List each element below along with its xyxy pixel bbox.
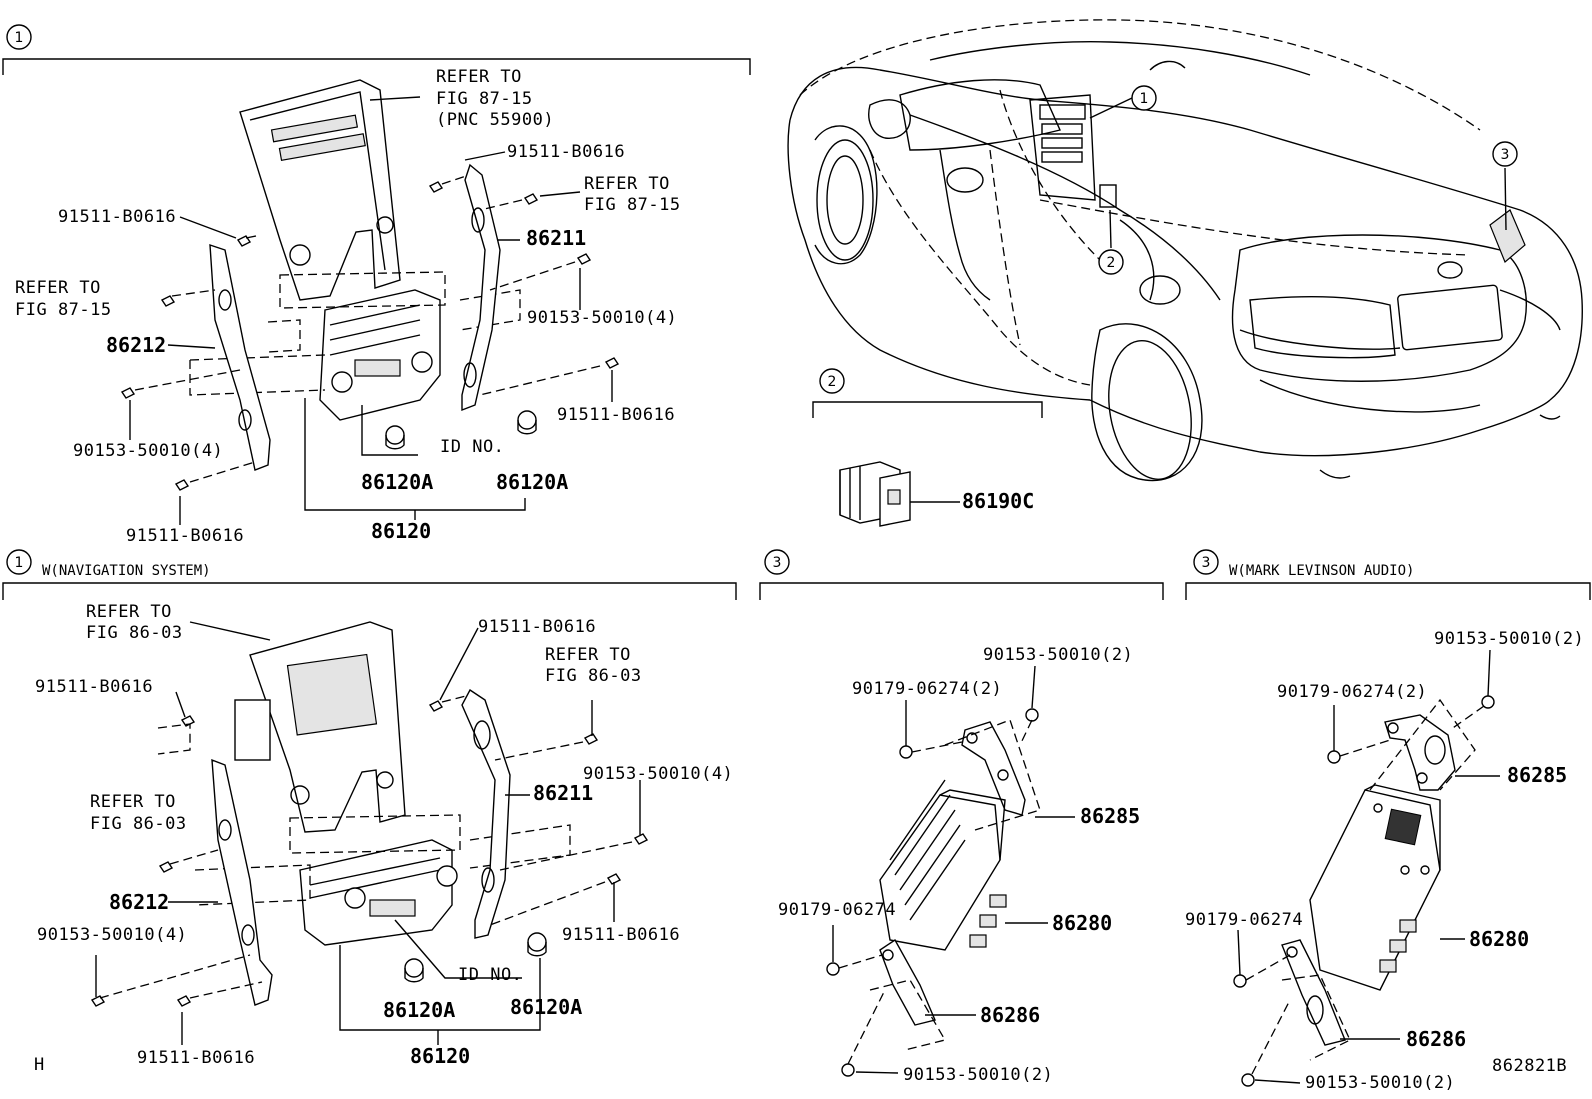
section-1-frame: 1 (2, 24, 751, 75)
tl-part-91511-a: 91511-B0616 (507, 142, 625, 162)
br-part-86286: 86286 (1406, 1027, 1466, 1051)
bl-part-86120a-2: 86120A (510, 995, 582, 1019)
br-part-90153-top: 90153-50010(2) (1434, 629, 1584, 649)
tl-id-no: ID NO. (440, 437, 504, 457)
car-callouts: 1 2 3 (1098, 85, 1518, 275)
bm-part-90153-bot: 90153-50010(2) (903, 1065, 1053, 1085)
tl-part-86212: 86212 (106, 333, 166, 357)
section-3-circle (764, 549, 790, 575)
tl-part-86120a-1: 86120A (361, 470, 433, 494)
bm-part-86280: 86280 (1052, 911, 1112, 935)
tl-part-91511-b: 91511-B0616 (58, 207, 176, 227)
section-2-circle (819, 368, 845, 394)
bl-part-86120a-1: 86120A (383, 998, 455, 1022)
bottom-right-drawing (1233, 649, 1500, 1087)
car-illustration (787, 19, 1583, 482)
br-part-86280: 86280 (1469, 927, 1529, 951)
br-part-86285: 86285 (1507, 763, 1567, 787)
tl-refer-1-line-1: REFER TO (436, 67, 522, 87)
top-left-labels: REFER TO FIG 87-15 (PNC 55900) 91511-B06… (15, 67, 681, 546)
section-1-nav-title: W(NAVIGATION SYSTEM) (42, 563, 211, 579)
bm-part-86286: 86286 (980, 1003, 1040, 1027)
bm-part-86285: 86285 (1080, 804, 1140, 828)
section-1-circle (6, 24, 32, 50)
car-callout-1-label: 1 (1140, 91, 1149, 107)
bl-part-86211: 86211 (533, 781, 593, 805)
section-1-nav-circle (6, 549, 32, 575)
bottom-left-labels: REFER TO FIG 86-03 91511-B0616 REFER TO … (34, 602, 733, 1075)
bl-refer-1-line-2: FIG 86-03 (86, 623, 183, 643)
bl-part-91511-c: 91511-B0616 (562, 925, 680, 945)
top-left-drawing (120, 79, 620, 525)
part-86190c: 86190C (962, 489, 1034, 513)
br-part-90179-mid: 90179-06274 (1185, 910, 1303, 930)
bm-part-90179-top: 90179-06274(2) (852, 679, 1002, 699)
tl-part-91511-d: 91511-B0616 (126, 526, 244, 546)
bm-part-90179-mid: 90179-06274 (778, 900, 896, 920)
section-3-ml-circle (1193, 549, 1219, 575)
bl-part-91511-a: 91511-B0616 (478, 617, 596, 637)
car-callout-3 (1492, 141, 1518, 167)
section-1-nav-circle-label: 1 (15, 555, 24, 571)
bottom-mid-labels: 90153-50010(2) 90179-06274(2) 86285 9017… (778, 645, 1140, 1085)
section-2-frame: 2 (812, 368, 1043, 418)
bl-refer-2-line-2: FIG 86-03 (545, 666, 642, 686)
bl-id-no: ID NO. (458, 965, 522, 985)
tl-part-91511-c: 91511-B0616 (557, 405, 675, 425)
br-part-90153-bot: 90153-50010(2) (1305, 1073, 1455, 1093)
bl-refer-2-line-1: REFER TO (545, 645, 631, 665)
section-3-frame: 3 (759, 549, 1164, 600)
bl-part-91511-b: 91511-B0616 (35, 677, 153, 697)
tl-refer-1-line-3: (PNC 55900) (436, 110, 554, 130)
section-3-ml-title: W(MARK LEVINSON AUDIO) (1229, 563, 1414, 579)
tl-part-86211: 86211 (526, 226, 586, 250)
car-callout-3-label: 3 (1501, 147, 1510, 163)
bm-part-90153-top: 90153-50010(2) (983, 645, 1133, 665)
bl-part-90153-b: 90153-50010(4) (37, 925, 187, 945)
section-3-ml-circle-label: 3 (1202, 555, 1211, 571)
section-3-circle-label: 3 (773, 555, 782, 571)
section-2-circle-label: 2 (828, 374, 837, 390)
bottom-left-drawing (90, 621, 649, 1045)
figure-code: 862821B (1492, 1056, 1567, 1076)
switch-86190c-drawing (839, 461, 960, 527)
tl-refer-2-line-2: FIG 87-15 (584, 195, 681, 215)
bl-part-86212: 86212 (109, 890, 169, 914)
section-1-nav-frame: 1 W(NAVIGATION SYSTEM) (2, 549, 737, 600)
section-3-ml-frame: 3 W(MARK LEVINSON AUDIO) (1185, 549, 1591, 600)
bl-refer-3-line-2: FIG 86-03 (90, 814, 187, 834)
tl-refer-2-line-1: REFER TO (584, 174, 670, 194)
bottom-mid-drawing (826, 665, 1075, 1077)
tl-part-90153-a: 90153-50010(4) (527, 308, 677, 328)
bl-part-90153-a: 90153-50010(4) (583, 764, 733, 784)
tl-part-86120: 86120 (371, 519, 431, 543)
bl-part-91511-d: 91511-B0616 (137, 1048, 255, 1068)
bl-refer-3-line-1: REFER TO (90, 792, 176, 812)
bl-refer-1-line-1: REFER TO (86, 602, 172, 622)
bl-part-86120: 86120 (410, 1044, 470, 1068)
tl-part-90153-b: 90153-50010(4) (73, 441, 223, 461)
car-callout-2 (1098, 249, 1124, 275)
page-mark: H (34, 1055, 45, 1075)
tl-refer-1-line-2: FIG 87-15 (436, 89, 533, 109)
tl-refer-3-line-2: FIG 87-15 (15, 300, 112, 320)
bottom-right-labels: 90153-50010(2) 90179-06274(2) 86285 9017… (1185, 629, 1584, 1093)
tl-part-86120a-2: 86120A (496, 470, 568, 494)
section-1-circle-label: 1 (15, 30, 24, 46)
car-callout-1 (1131, 85, 1157, 111)
br-part-90179-top: 90179-06274(2) (1277, 682, 1427, 702)
car-callout-2-label: 2 (1107, 255, 1116, 271)
tl-refer-3-line-1: REFER TO (15, 278, 101, 298)
